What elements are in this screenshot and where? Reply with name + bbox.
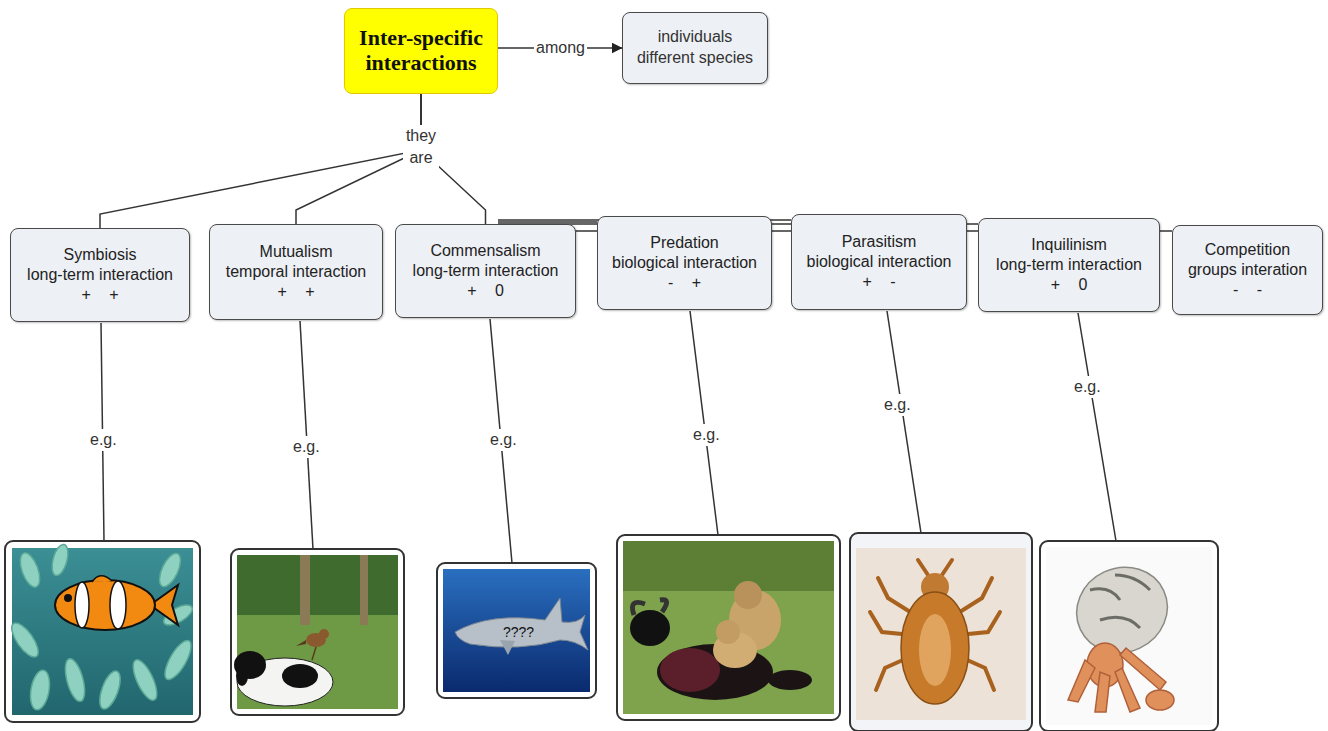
example-label: e.g. [88,429,119,451]
box-heading: Predation [650,233,719,253]
box-text: + + [81,285,118,305]
box-text: + + [277,282,314,302]
box-heading: Symbiosis [64,245,137,265]
predation-picture [617,535,840,720]
box-heading: Competition [1205,240,1290,260]
box-text: biological interaction [612,253,757,273]
example-label: e.g. [1072,376,1103,398]
box-heading: Parasitism [842,232,917,252]
concept-box: Predationbiological interaction- + [597,216,772,310]
image-text: ???? [503,621,534,643]
connector-line [498,221,597,223]
shark-picture [437,563,596,698]
example-label: e.g. [882,394,913,416]
connector-line [100,94,421,228]
box-heading: Mutualism [260,242,333,262]
box-text: biological interaction [807,252,952,272]
concept-box: Commensalismlong-term interaction+ 0 [395,224,576,318]
box-text: - - [1233,280,1262,300]
box-heading: Commensalism [430,241,540,261]
concept-box: Parasitismbiological interaction+ - [791,214,967,310]
louse-picture [850,533,1032,731]
concept-box: Competitiongroups interation- - [1172,225,1323,315]
example-label: e.g. [691,424,722,446]
dog-bird-picture [231,549,404,715]
box-text: + 0 [467,281,504,301]
box-text: + - [862,272,895,292]
box-heading: Inquilinism [1031,235,1107,255]
box-text: long-term interaction [996,255,1142,275]
example-label: e.g. [291,436,322,458]
box-text: long-term interaction [413,261,559,281]
box-text: temporal interaction [226,262,367,282]
concept-box: Mutualismtemporal interaction+ + [209,224,383,320]
box-text: - + [668,273,701,293]
box-text: groups interation [1188,260,1307,280]
box-heading: Inter-specific interactions [351,26,491,75]
edge-label: among [534,37,587,59]
box-text: long-term interaction [27,265,173,285]
leader-lines [101,311,1116,563]
concept-box: Symbiosislong-term interaction+ + [10,228,190,322]
concept-box: individuals different species [622,12,768,84]
topic-box: Inter-specific interactions [344,8,498,94]
hermit-crab-picture [1040,541,1218,731]
concept-box: Inquilinismlong-term interaction+ 0 [978,218,1160,312]
box-heading: individuals different species [631,27,759,69]
box-text: + 0 [1051,275,1088,295]
link-label: they are [403,125,439,169]
clownfish-picture [5,541,200,722]
example-label: e.g. [488,429,519,451]
